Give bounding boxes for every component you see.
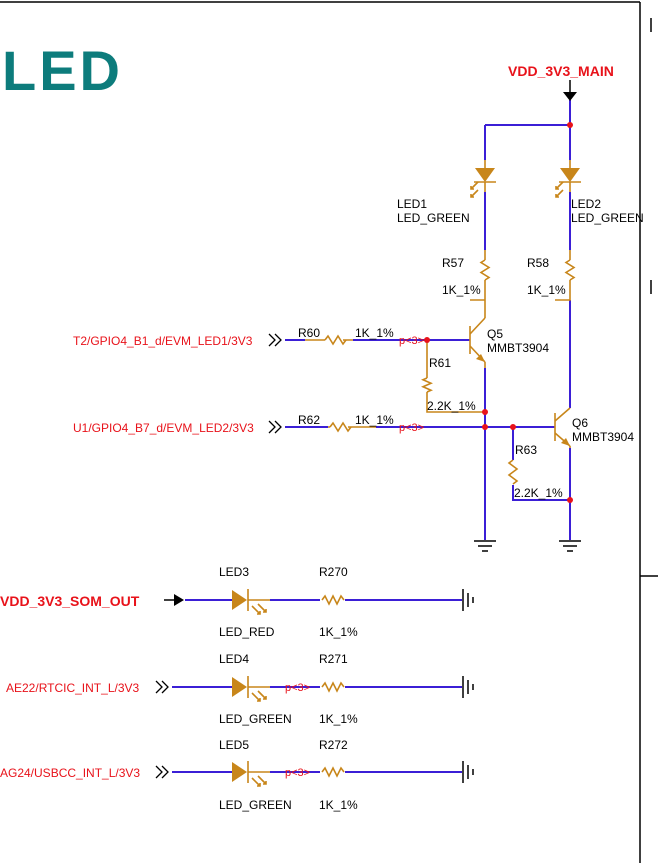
wires [172, 100, 571, 773]
led4-ctrl-net: AE22/RTCIC_INT_L/3V3 [6, 681, 139, 695]
r57-value: 1K_1% [442, 283, 481, 297]
page-title: LED [2, 39, 123, 102]
r63-ref: R63 [515, 443, 537, 457]
r63-zigzag [507, 459, 519, 485]
led1-diode [470, 160, 496, 198]
r271-zigzag [321, 681, 345, 693]
led5-diode [232, 761, 270, 787]
q5-transistor [469, 317, 486, 368]
led2-diode [555, 160, 581, 198]
r61-value: 2.2K_1% [427, 399, 476, 413]
component-graphics [232, 160, 581, 787]
q6-ref: Q6 [572, 416, 588, 430]
offpage-connector-icons [155, 333, 282, 779]
xref-r60: p<3> [399, 335, 424, 347]
junction-dots [424, 122, 573, 503]
led4-ref: LED4 [219, 652, 249, 666]
ground-icon-led4 [462, 676, 474, 698]
r60-ref: R60 [298, 326, 320, 340]
r58-value: 1K_1% [527, 283, 566, 297]
r272-value: 1K_1% [319, 798, 358, 812]
r62-value: 1K_1% [355, 413, 394, 427]
led2-ctrl-net: U1/GPIO4_B7_d/EVM_LED2/3V3 [73, 421, 254, 435]
vdd-main-label: VDD_3V3_MAIN [508, 63, 614, 79]
q5-ref: Q5 [487, 327, 503, 341]
vdd-main-arrow-icon [563, 80, 577, 101]
r271-ref: R271 [319, 652, 348, 666]
r270-zigzag [321, 594, 345, 606]
led1-ctrl-net: T2/GPIO4_B1_d/EVM_LED1/3V3 [73, 334, 253, 348]
led3-ref: LED3 [219, 565, 249, 579]
r61-ref: R61 [429, 356, 451, 370]
r270-value: 1K_1% [319, 625, 358, 639]
ground-icon-q6 [559, 540, 581, 552]
ground-icon-led3 [462, 589, 474, 611]
led4-diode [232, 676, 270, 702]
q6-transistor [554, 407, 571, 448]
led1-ref: LED1 [397, 197, 427, 211]
vdd-som-out-arrow-icon [164, 594, 184, 606]
led1-value: LED_GREEN [397, 211, 470, 225]
r271-value: 1K_1% [319, 712, 358, 726]
r272-ref: R272 [319, 738, 348, 752]
q5-value: MMBT3904 [487, 341, 549, 355]
r63-value: 2.2K_1% [514, 486, 563, 500]
led5-ref: LED5 [219, 738, 249, 752]
xref-r271: p<3> [285, 682, 310, 694]
r58-ref: R58 [527, 256, 549, 270]
r61-zigzag [421, 377, 433, 393]
r60-value: 1K_1% [355, 326, 394, 340]
q6-value: MMBT3904 [572, 430, 634, 444]
ground-icon-led5 [462, 761, 474, 783]
vdd-som-out-label: VDD_3V3_SOM_OUT [0, 593, 140, 609]
r62-zigzag [329, 421, 352, 433]
led5-ctrl-net: AG24/USBCC_INT_L/3V3 [0, 766, 140, 780]
r57-zigzag [479, 259, 491, 281]
xref-r272: p<3> [285, 767, 310, 779]
r60-zigzag [324, 334, 347, 346]
xref-r62: p<3> [399, 422, 424, 434]
led3-value: LED_RED [219, 625, 275, 639]
r272-zigzag [321, 766, 345, 778]
r62-ref: R62 [298, 413, 320, 427]
r58-zigzag [564, 259, 576, 281]
led2-value: LED_GREEN [571, 211, 644, 225]
ground-icon-q5 [474, 540, 496, 552]
r270-ref: R270 [319, 565, 348, 579]
led4-value: LED_GREEN [219, 712, 292, 726]
led3-diode [232, 589, 270, 615]
led5-value: LED_GREEN [219, 798, 292, 812]
r57-ref: R57 [442, 256, 464, 270]
led2-ref: LED2 [571, 197, 601, 211]
